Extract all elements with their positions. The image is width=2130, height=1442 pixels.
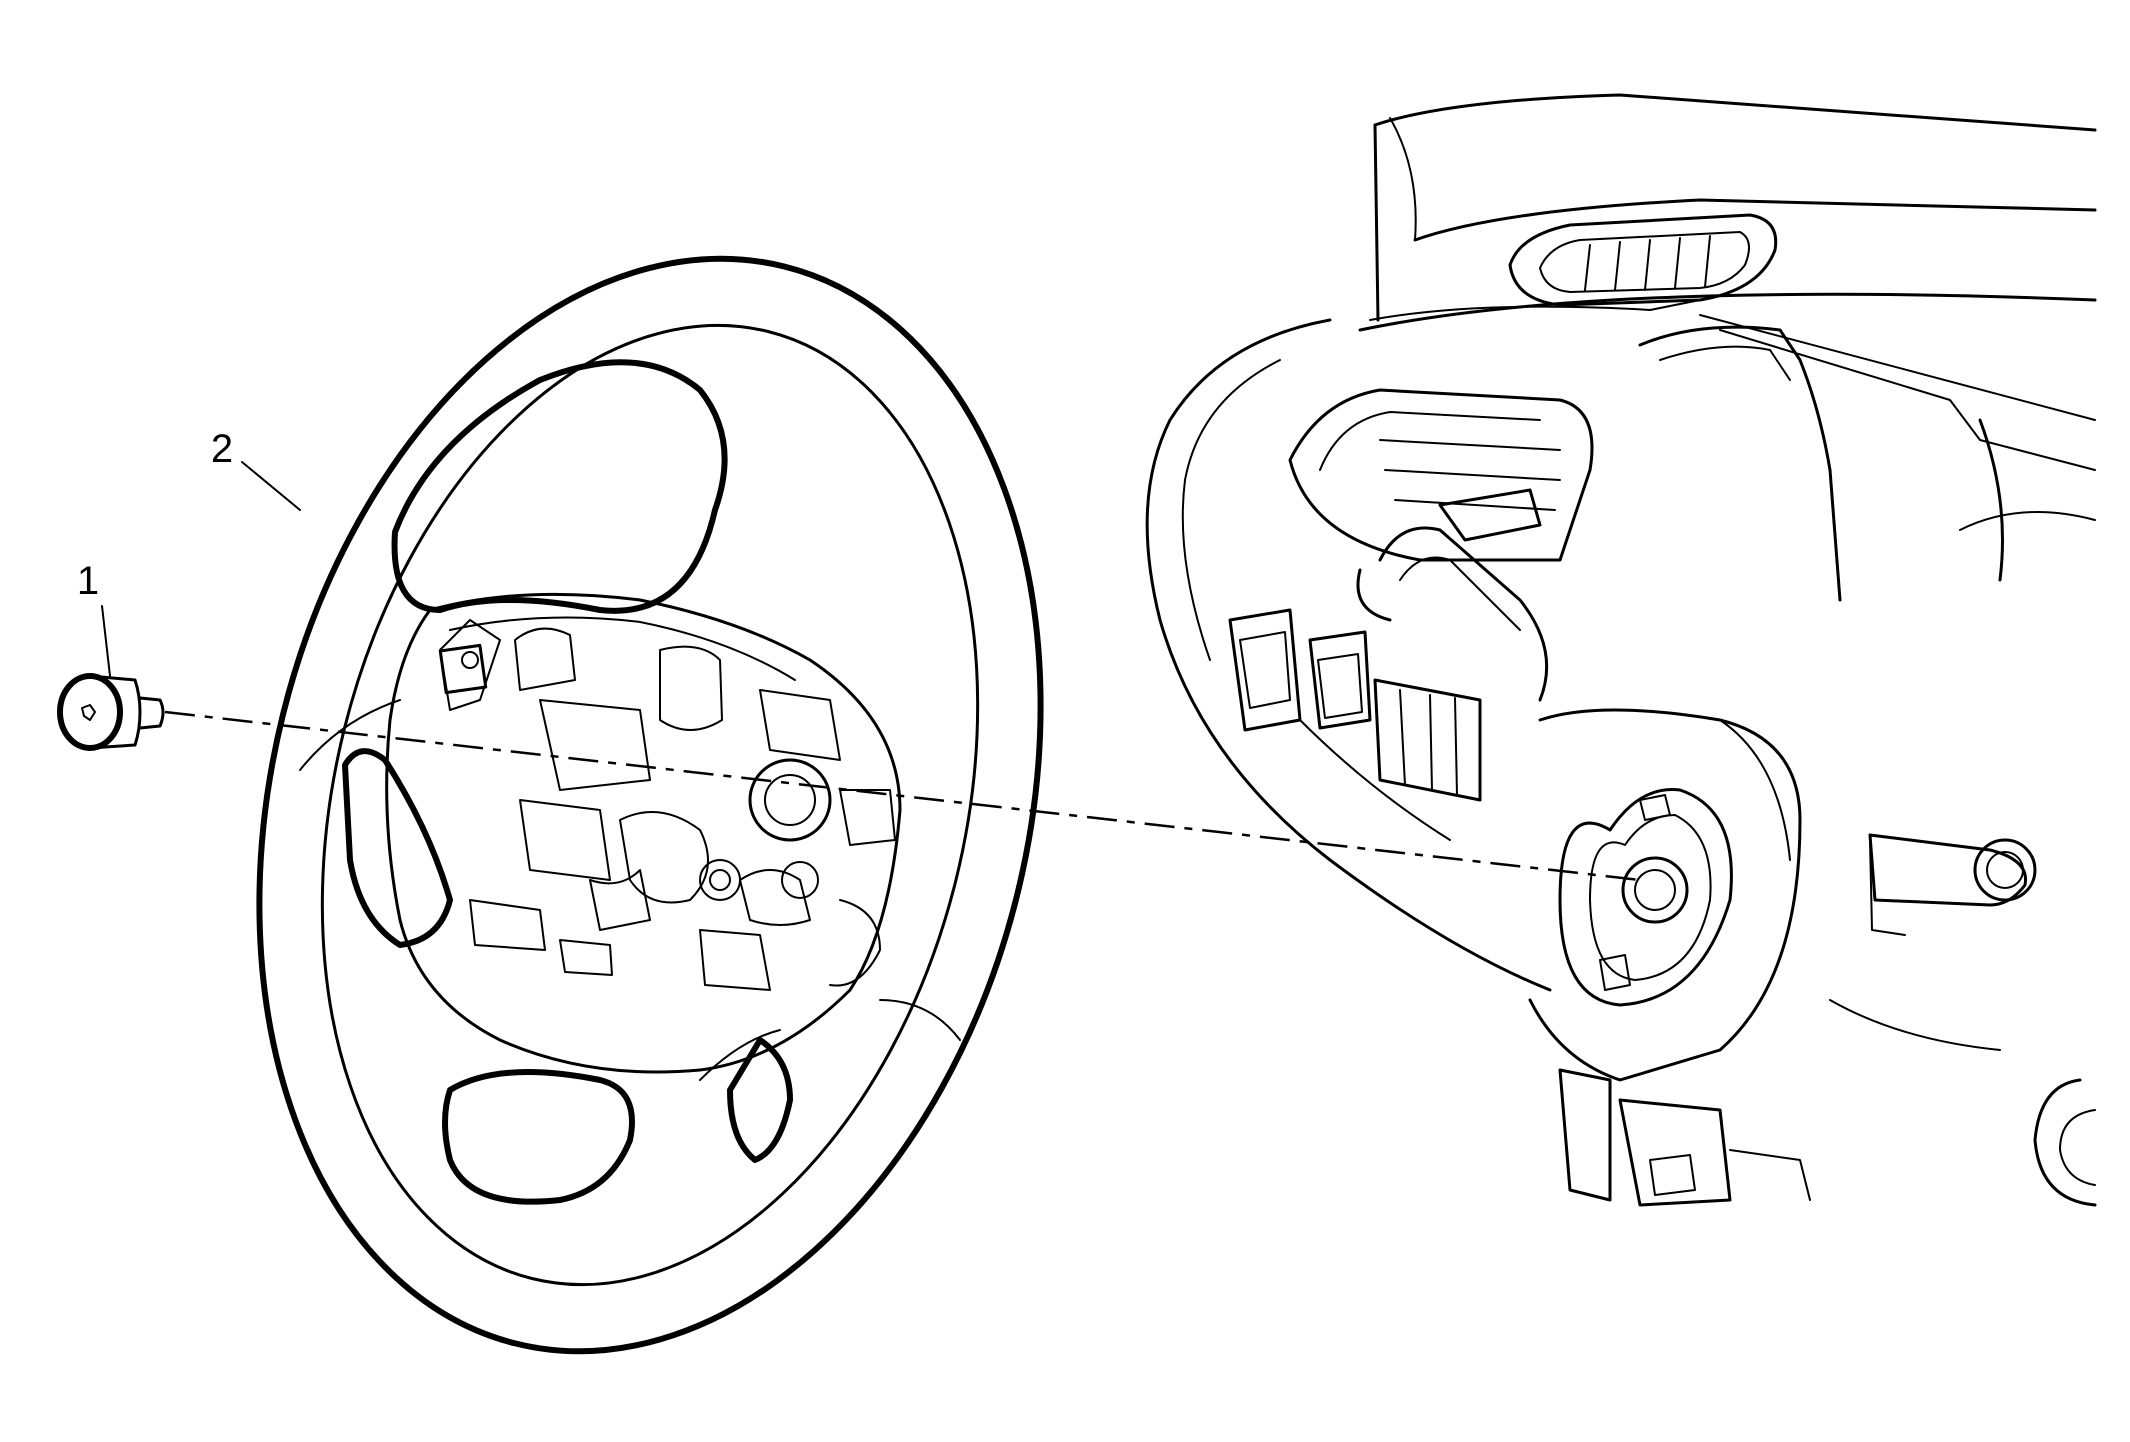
svg-text:2: 2 <box>211 427 233 471</box>
torx-head-icon <box>81 704 96 721</box>
instrument-panel <box>1145 93 2097 1207</box>
steering-wheel-bolt <box>57 673 165 751</box>
steering-wheel <box>256 255 1044 1355</box>
callout-2: 2 <box>211 427 301 511</box>
callout-1: 1 <box>77 559 111 677</box>
assembly-alignment-line <box>164 710 1641 882</box>
svg-text:1: 1 <box>77 559 99 603</box>
